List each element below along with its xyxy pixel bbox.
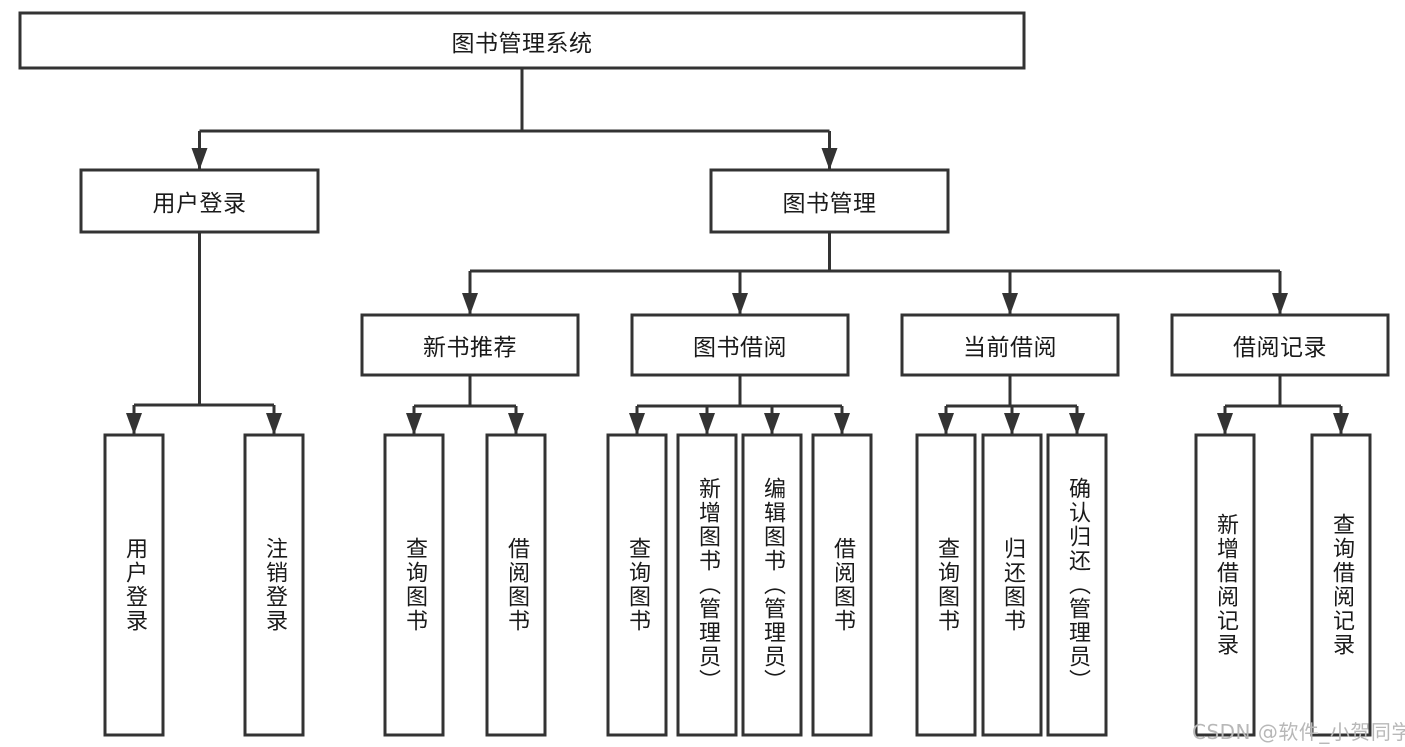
arrow-head-icon (266, 413, 282, 435)
arrow-head-icon (764, 413, 780, 435)
node-box-leaf_8[interactable] (811, 433, 873, 737)
arrow-head-icon (821, 148, 838, 170)
node-box-leaf_3[interactable] (383, 433, 445, 737)
node-box-leaf_2[interactable] (243, 433, 305, 737)
arrow-head-icon (1217, 413, 1233, 435)
arrow-head-icon (834, 413, 850, 435)
node-box-l2_b[interactable] (630, 313, 850, 377)
arrow-head-icon (1333, 413, 1349, 435)
node-box-leaf_13[interactable] (1310, 433, 1372, 737)
node-box-leaf_9[interactable] (915, 433, 977, 737)
arrow-head-icon (938, 413, 954, 435)
node-box-l2_c[interactable] (900, 313, 1120, 377)
boxes-layer (18, 11, 1390, 737)
arrow-head-icon (732, 293, 748, 315)
arrow-head-icon (1272, 293, 1288, 315)
arrow-head-icon (1069, 413, 1085, 435)
arrow-head-icon (462, 293, 478, 315)
node-box-l2_a[interactable] (360, 313, 580, 377)
node-box-leaf_5[interactable] (606, 433, 668, 737)
node-box-leaf_1[interactable] (103, 433, 165, 737)
node-box-root[interactable] (18, 11, 1026, 70)
edges-layer (126, 68, 1349, 435)
arrow-head-icon (1002, 293, 1018, 315)
arrow-head-icon (406, 413, 422, 435)
arrow-head-icon (126, 413, 142, 435)
node-box-leaf_12[interactable] (1194, 433, 1256, 737)
node-box-leaf_10[interactable] (981, 433, 1043, 737)
arrow-head-icon (191, 148, 208, 170)
node-box-leaf_11[interactable] (1046, 433, 1108, 737)
arrow-head-icon (1004, 413, 1020, 435)
watermark-text: CSDN @软件_小贺同学 (1192, 720, 1405, 744)
node-box-l2_d[interactable] (1170, 313, 1390, 377)
arrow-head-icon (629, 413, 645, 435)
arrow-head-icon (699, 413, 715, 435)
node-box-leaf_4[interactable] (485, 433, 547, 737)
node-box-l1_b[interactable] (709, 168, 950, 234)
node-box-leaf_6[interactable] (676, 433, 738, 737)
arrow-head-icon (508, 413, 524, 435)
node-box-leaf_7[interactable] (741, 433, 803, 737)
node-box-l1_a[interactable] (79, 168, 320, 234)
